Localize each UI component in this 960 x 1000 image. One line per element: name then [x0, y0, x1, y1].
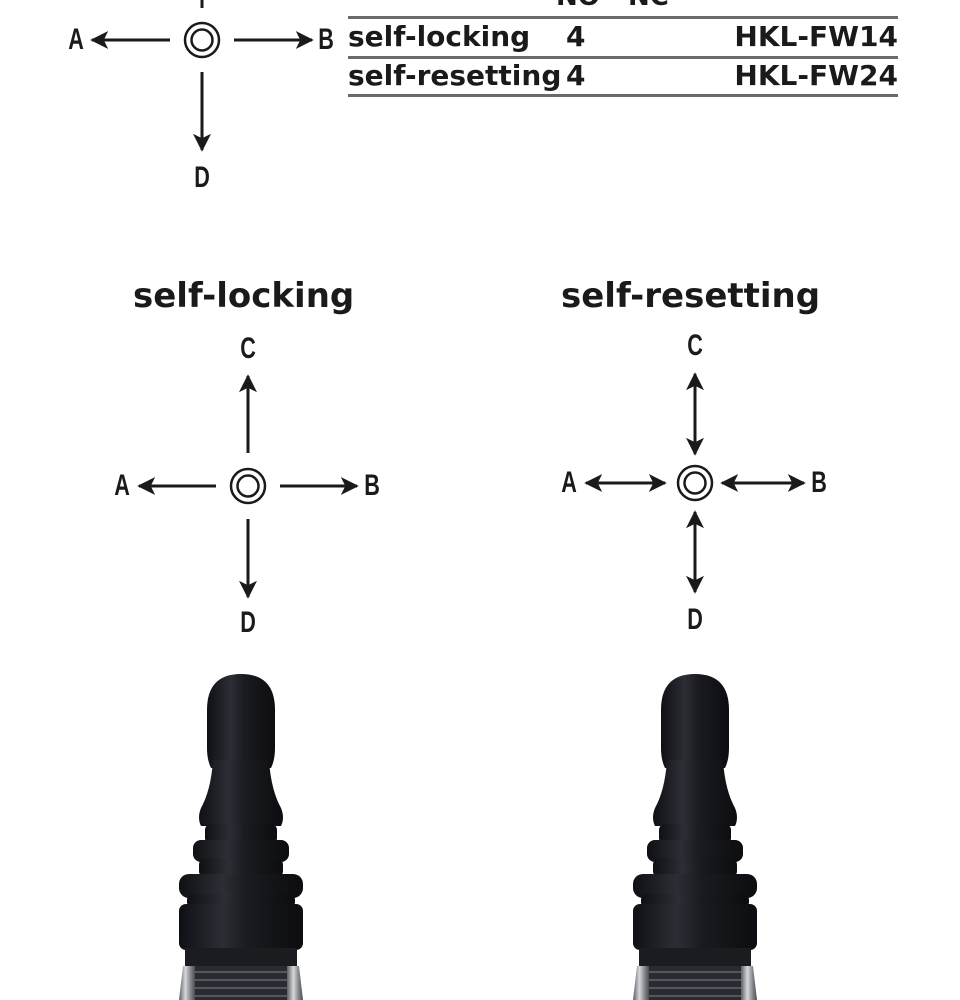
- self-locking-joystick-image: [178, 673, 304, 1000]
- row-no-count: 4: [566, 20, 586, 53]
- self-locking-title: self-locking: [133, 276, 355, 316]
- row-model: HKL-FW14: [734, 20, 898, 53]
- sl-label-d: D: [240, 606, 256, 639]
- sl-label-a: A: [114, 469, 130, 502]
- row-model: HKL-FW24: [734, 59, 898, 92]
- table-row: self-resetting 4 HKL-FW24: [348, 56, 898, 96]
- self-resetting-title: self-resetting: [561, 276, 821, 316]
- top-label-a: A: [68, 23, 84, 56]
- top-label-b: B: [318, 23, 334, 56]
- top-center-ring-outer: [183, 21, 221, 59]
- sr-label-b: B: [811, 466, 827, 499]
- header-nc: NC: [628, 0, 669, 12]
- sr-center-ring-inner: [683, 471, 707, 495]
- sr-center-ring-outer: [676, 464, 714, 502]
- table-row: self-locking 4 HKL-FW14: [348, 17, 898, 57]
- self-resetting-joystick-image: [632, 673, 758, 1000]
- top-label-d: D: [194, 161, 210, 194]
- row-type: self-locking: [348, 20, 531, 53]
- table-rule-mid: [348, 56, 898, 59]
- header-no: NO: [556, 0, 600, 12]
- row-no-count: 4: [566, 59, 586, 92]
- row-type: self-resetting: [348, 59, 562, 92]
- sl-center-ring-inner: [236, 474, 260, 498]
- table-rule-bottom: [348, 94, 898, 97]
- sl-center-ring-outer: [229, 467, 267, 505]
- sr-label-c: C: [687, 329, 703, 362]
- sl-label-b: B: [364, 469, 380, 502]
- sr-label-a: A: [561, 466, 577, 499]
- sr-label-d: D: [687, 603, 703, 636]
- table-rule-top: [348, 16, 898, 19]
- top-center-ring-inner: [190, 28, 214, 52]
- sl-label-c: C: [240, 332, 256, 365]
